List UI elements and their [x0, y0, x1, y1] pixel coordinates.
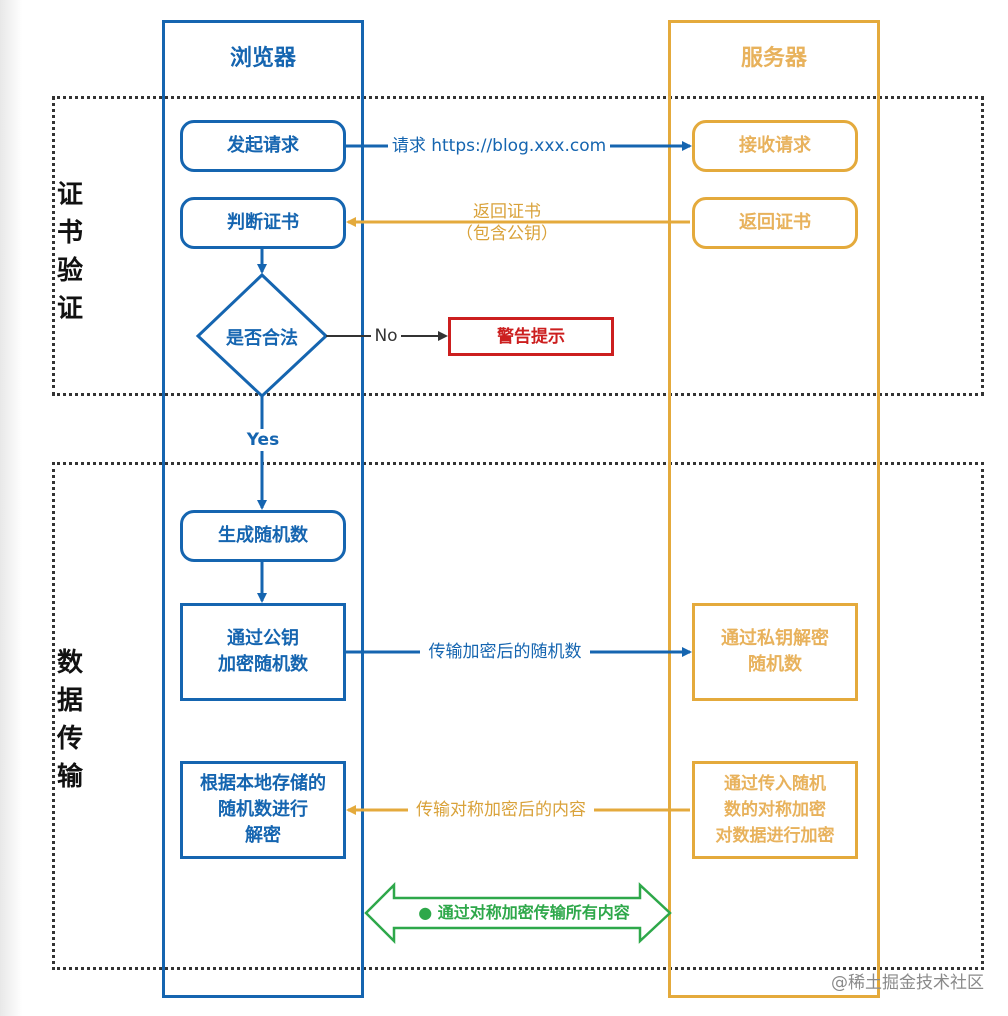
judge-cert-node[interactable]: 判断证书 [180, 197, 346, 249]
encrypt-data-node[interactable]: 通过传入随机 数的对称加密 对数据进行加密 [692, 761, 858, 859]
receive-request-node[interactable]: 接收请求 [692, 120, 858, 172]
encrypted-random-label: 传输加密后的随机数 [420, 641, 590, 663]
browser-lane [162, 20, 364, 998]
symmetric-double-arrow [364, 881, 672, 945]
decrypt-content-node[interactable]: 根据本地存储的 随机数进行 解密 [180, 761, 346, 859]
left-edge-shadow [0, 0, 22, 1016]
gen-random-node[interactable]: 生成随机数 [180, 510, 346, 562]
return-cert-node[interactable]: 返回证书 [692, 197, 858, 249]
server-lane-title: 服务器 [740, 46, 807, 71]
is-valid-label: 是否合法 [226, 328, 298, 349]
cert-verify-label: 证 书 验 证 [56, 180, 83, 324]
encrypted-content-label: 传输对称加密后的内容 [408, 799, 594, 821]
watermark: @稀土掘金技术社区 [831, 973, 984, 993]
cert-verify-section [52, 96, 984, 396]
browser-lane-title: 浏览器 [229, 46, 296, 71]
return-cert-label: 返回证书 （包含公钥） [456, 202, 558, 244]
server-lane [668, 20, 880, 998]
encrypt-random-node[interactable]: 通过公钥 加密随机数 [180, 603, 346, 701]
bullet-dot-icon: ● [418, 903, 438, 922]
request-label: 请求 https://blog.xxx.com [388, 135, 610, 157]
no-label: No [371, 325, 401, 347]
warning-node[interactable]: 警告提示 [448, 317, 614, 356]
data-transfer-label: 数 据 传 输 [56, 648, 83, 792]
yes-label: Yes [242, 429, 284, 451]
send-request-node[interactable]: 发起请求 [180, 120, 346, 172]
decrypt-random-node[interactable]: 通过私钥解密 随机数 [692, 603, 858, 701]
symmetric-transfer-label: ● 通过对称加密传输所有内容 [418, 903, 630, 922]
data-transfer-section [52, 462, 984, 970]
